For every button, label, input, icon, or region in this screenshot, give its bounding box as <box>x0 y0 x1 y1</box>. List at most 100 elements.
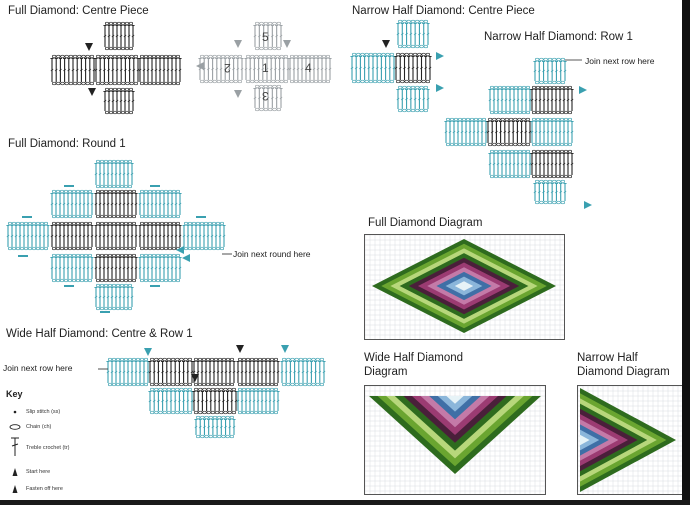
stitch-block <box>198 54 244 84</box>
stitch-block <box>394 52 432 84</box>
title-wide-diagram-2: Diagram <box>364 366 408 378</box>
narrow-diamond-band <box>580 434 590 446</box>
step-arrow <box>234 40 242 48</box>
step-number-5: 5 <box>262 30 269 44</box>
start-marker <box>191 374 199 382</box>
stitch-block <box>530 117 574 147</box>
title-narrow-diagram-2: Diamond Diagram <box>577 366 670 378</box>
frame-edge-right <box>682 0 690 505</box>
key-item-start-here: Start here <box>26 469 51 475</box>
title-full-round1: Full Diamond: Round 1 <box>8 138 126 150</box>
narrow-half-diamond-diagram <box>577 385 684 495</box>
note-join-next-round: Join next round here <box>233 249 311 259</box>
stitch-block <box>103 21 135 51</box>
stitch-block <box>94 159 134 189</box>
full-diamond-art <box>365 235 564 339</box>
stitch-block <box>236 387 280 415</box>
direction-arrow <box>144 348 152 356</box>
wide-half-diamond-art <box>365 386 545 494</box>
stitch-block <box>350 52 396 84</box>
title-wide-diagram-1: Wide Half Diamond <box>364 352 464 364</box>
note-join-next-row-left: Join next row here <box>3 363 73 373</box>
narrow-half-diamond-art <box>578 386 683 494</box>
stitch-block <box>50 189 94 219</box>
step-number-3: 3 <box>262 89 269 103</box>
stitch-block <box>50 221 94 251</box>
step-arrow <box>283 40 291 48</box>
direction-arrow <box>436 84 444 92</box>
full-diamond-diagram <box>364 234 565 340</box>
stitch-block <box>280 357 326 387</box>
start-marker <box>85 43 93 51</box>
step-arrow <box>196 62 204 70</box>
direction-arrow <box>436 52 444 60</box>
title-wide-centre: Wide Half Diamond: Centre & Row 1 <box>6 328 193 340</box>
stitch-block <box>50 253 94 283</box>
step-number-1: 1 <box>262 61 269 75</box>
stitch-block <box>486 117 532 147</box>
stitch-block <box>288 54 332 84</box>
direction-arrow <box>584 201 592 209</box>
step-number-2: 2 <box>224 61 231 75</box>
stitch-block <box>253 84 283 112</box>
step-number-4: 4 <box>305 61 312 75</box>
stitch-block <box>182 221 226 251</box>
stitch-block <box>488 85 532 115</box>
stitch-block <box>138 253 182 283</box>
title-full-centre: Full Diamond: Centre Piece <box>8 5 149 17</box>
stitch-block <box>396 85 430 113</box>
stitch-block <box>94 221 138 251</box>
direction-arrow <box>182 254 190 262</box>
key-item-slip-stitch: Slip stitch (ss) <box>26 409 61 415</box>
stitch-block <box>530 149 574 179</box>
stitch-block <box>138 221 182 251</box>
stitch-block <box>533 57 567 85</box>
stitch-block <box>533 179 567 205</box>
start-marker <box>88 88 96 96</box>
stitch-block <box>396 19 430 49</box>
half-diamond-band <box>446 396 464 404</box>
start-marker <box>382 40 390 48</box>
stitch-block <box>148 387 194 415</box>
stitch-block <box>6 221 50 251</box>
stitch-block <box>103 87 135 115</box>
direction-arrow <box>176 246 184 254</box>
stitch-block <box>94 54 140 86</box>
stitch-block <box>253 21 283 51</box>
note-join-next-row-top: Join next row here <box>585 56 655 66</box>
title-narrow-centre: Narrow Half Diamond: Centre Piece <box>352 5 535 17</box>
stitch-block <box>138 189 182 219</box>
stitch-block <box>148 357 194 387</box>
stitch-block <box>236 357 280 387</box>
key-symbols <box>9 410 21 493</box>
step-arrow <box>234 90 242 98</box>
stitch-block <box>244 54 290 84</box>
title-narrow-row1: Narrow Half Diamond: Row 1 <box>484 31 633 43</box>
stitch-block <box>94 189 138 219</box>
direction-arrow <box>281 345 289 353</box>
half-diamond-band <box>437 396 473 412</box>
stitch-block <box>488 149 532 179</box>
wide-half-diamond-diagram <box>364 385 546 495</box>
title-full-diagram: Full Diamond Diagram <box>368 217 483 229</box>
narrow-diamond-band <box>580 429 600 451</box>
direction-arrow <box>579 86 587 94</box>
stitch-block <box>192 387 238 415</box>
stitch-block <box>106 357 150 387</box>
key-item-chain: Chain (ch) <box>26 424 52 430</box>
key-item-treble-crochet: Treble crochet (tr) <box>26 445 70 451</box>
stitch-block <box>94 253 138 283</box>
diamond-band <box>454 281 474 291</box>
key-item-fasten-off: Fasten off here <box>26 486 63 492</box>
stitch-block <box>194 415 236 439</box>
stitch-block <box>192 357 236 387</box>
key-title: Key <box>6 389 23 399</box>
stitch-block <box>138 54 182 86</box>
stitch-block <box>94 283 134 311</box>
frame-edge-bottom <box>0 500 690 505</box>
start-marker <box>236 345 244 353</box>
stitch-block <box>50 54 96 86</box>
stitch-block <box>444 117 488 147</box>
key: Key Slip stitch (ss) Chain (ch) Treble c… <box>6 390 116 498</box>
